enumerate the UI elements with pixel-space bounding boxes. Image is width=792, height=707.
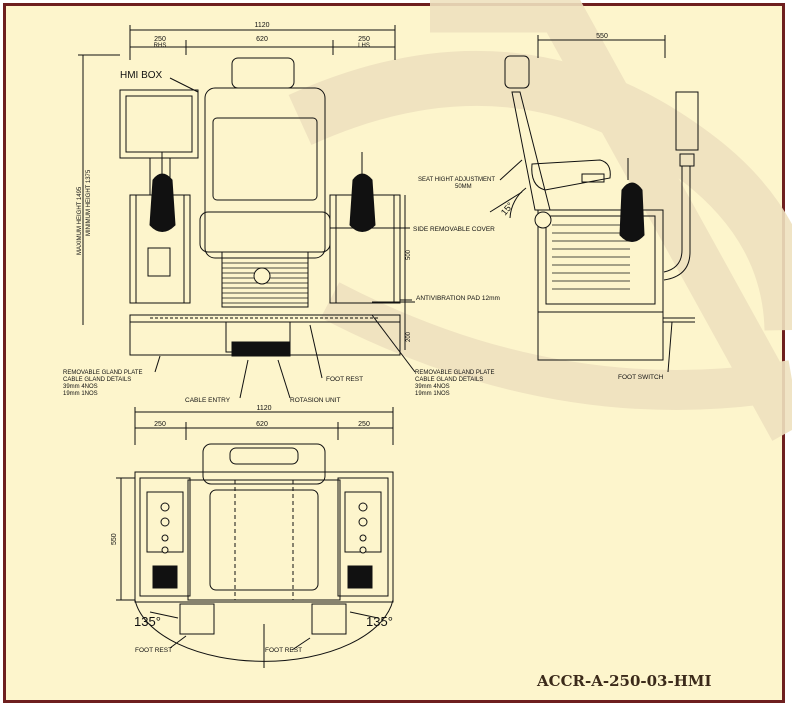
seat-adjust-line-2: 50MM: [455, 184, 472, 190]
gland-left-line-1: REMOVABLE GLAND PLATE: [63, 370, 142, 376]
seat-angle: 15°: [499, 200, 516, 217]
side-view: [489, 35, 699, 373]
gland-right-line-2: CABLE GLAND DETAILS: [415, 377, 483, 383]
top-dim-left: 250: [154, 421, 166, 428]
angle-left: 135°: [134, 614, 161, 629]
front-height-max: MAXIMUM HEIGHT 1495: [77, 186, 83, 255]
gland-left-line-4: 19mm 1NOS: [63, 391, 98, 397]
top-dim-total: 1120: [256, 405, 271, 412]
front-dim-lhs: 250: [358, 36, 370, 43]
label-rotation-unit: ROTASION UNIT: [290, 397, 340, 404]
label-cable-entry: CABLE ENTRY: [185, 397, 231, 404]
drawing-code: ACCR-A-250-03-HMI: [537, 672, 712, 690]
front-dim-rhs: 250: [154, 36, 166, 43]
front-dim-200: 200: [406, 331, 412, 342]
label-anti-vibration: ANTIVIBRATION PAD 12mm: [416, 295, 500, 302]
gland-left-line-3: 39mm 4NOS: [63, 384, 98, 390]
front-height-min: MINIMUM HEIGHT 1375: [86, 169, 92, 236]
front-dim-rhs-label: RHS: [154, 43, 167, 49]
seat-adjust-line-1: SEAT HIGHT ADJUSTMENT: [418, 177, 495, 183]
gland-right-line-1: REMOVABLE GLAND PLATE: [415, 370, 494, 376]
label-foot-rest-left: FOOT REST: [135, 647, 172, 654]
top-view: [116, 407, 394, 668]
angle-right: 135°: [366, 614, 393, 629]
gland-left-line-2: CABLE GLAND DETAILS: [63, 377, 131, 383]
label-foot-rest-right: FOOT REST: [265, 647, 302, 654]
label-hmi-box: HMI BOX: [120, 70, 163, 81]
front-dim-500: 500: [406, 249, 412, 260]
gland-right-line-4: 19mm 1NOS: [415, 391, 450, 397]
label-foot-switch: FOOT SWITCH: [618, 374, 664, 381]
front-dim-total: 1120: [254, 22, 269, 29]
top-dim-mid: 620: [256, 421, 268, 428]
watermark-logo: [288, 0, 792, 441]
front-dim-mid: 620: [256, 36, 268, 43]
top-dim-depth: 550: [111, 533, 118, 545]
label-foot-rest-front: FOOT REST: [326, 376, 363, 383]
gland-right-line-3: 39mm 4NOS: [415, 384, 450, 390]
label-side-cover: SIDE REMOVABLE COVER: [413, 226, 495, 233]
front-dim-lhs-label: LHS: [358, 43, 370, 49]
side-dim-550: 550: [596, 33, 608, 40]
front-view: [78, 25, 416, 399]
top-dim-right: 250: [358, 421, 370, 428]
